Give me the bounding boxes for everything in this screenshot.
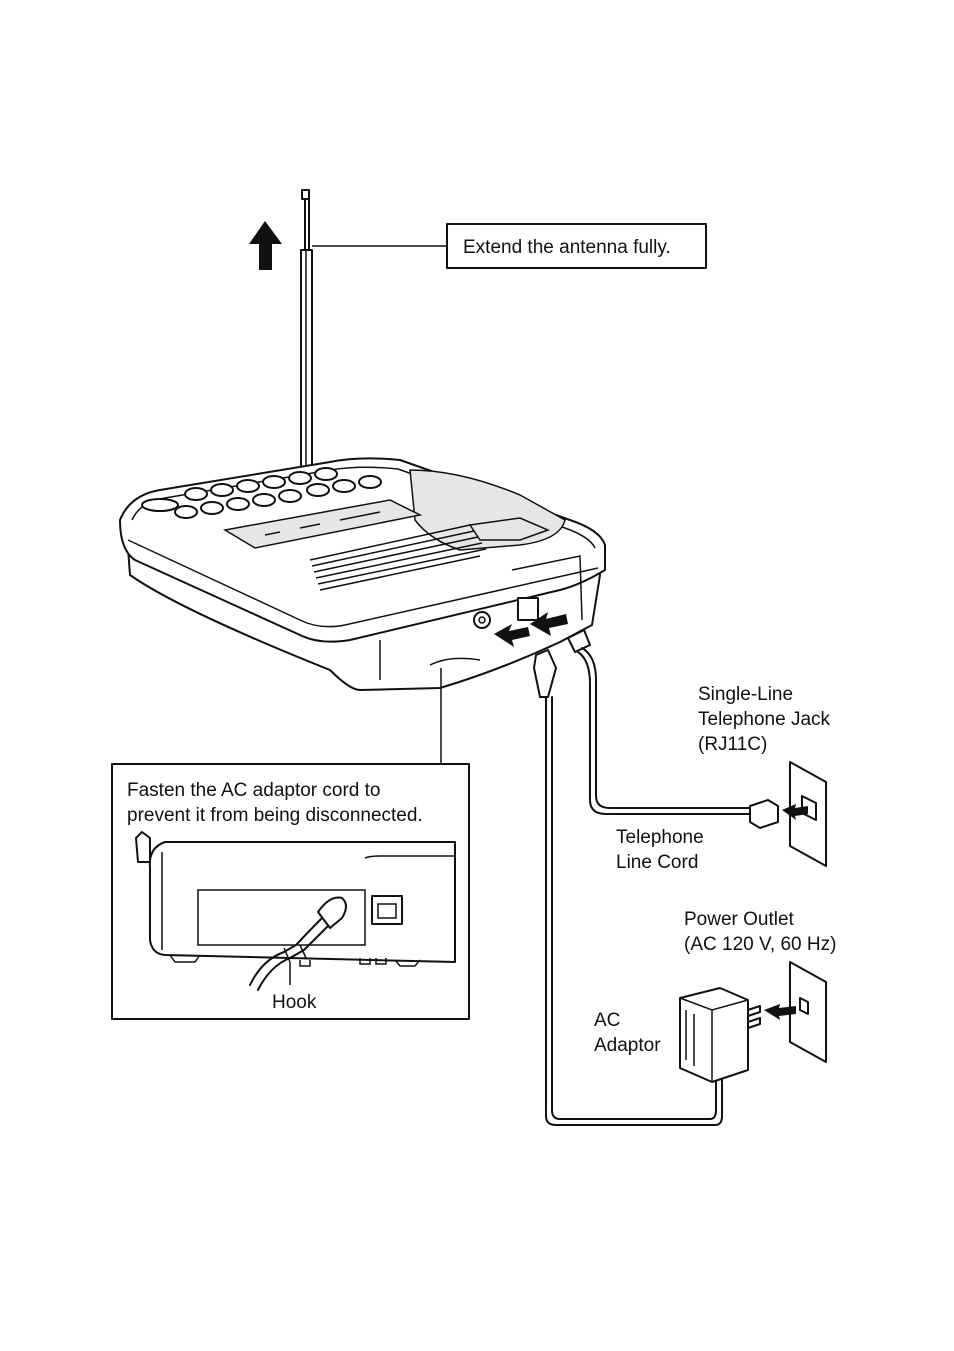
outlet-label-line2: (AC 120 V, 60 Hz) — [684, 934, 836, 955]
antenna-callout-text: Extend the antenna fully. — [463, 237, 671, 258]
telephone-wall-jack — [750, 762, 826, 866]
cord-label-line1: Telephone — [616, 827, 704, 848]
up-arrow-icon — [249, 221, 282, 270]
cord-label-line2: Line Cord — [616, 852, 698, 873]
power-wall-outlet — [764, 962, 826, 1062]
jack-label-line1: Single-Line — [698, 684, 793, 705]
ac-adaptor — [680, 988, 760, 1082]
adaptor-label-line1: AC — [594, 1010, 620, 1031]
jack-label-line2: Telephone Jack — [698, 709, 831, 730]
base-unit — [120, 458, 605, 690]
dc-plug — [534, 650, 556, 697]
jack-label-line3: (RJ11C) — [698, 734, 767, 755]
outlet-label-line1: Power Outlet — [684, 909, 795, 930]
adaptor-label-line2: Adaptor — [594, 1035, 661, 1056]
inset-caption-line2: prevent it from being disconnected. — [127, 805, 423, 826]
hook-label: Hook — [272, 992, 317, 1013]
inset-caption-line1: Fasten the AC adaptor cord to — [127, 780, 381, 801]
